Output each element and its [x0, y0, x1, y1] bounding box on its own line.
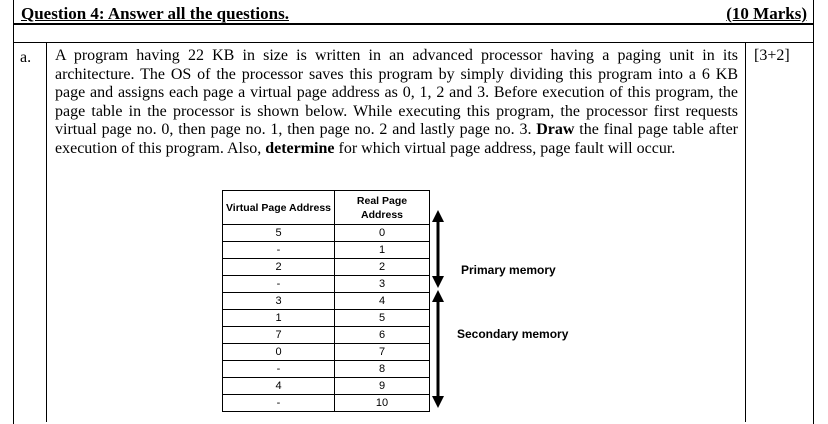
virtual-page-cell: 7 — [222, 326, 335, 344]
real-page-cell: 7 — [334, 343, 430, 361]
real-page-cell: 0 — [334, 224, 430, 242]
page-table: Virtual Page Address Real Page Address 5… — [222, 190, 430, 412]
virtual-page-cell: 2 — [222, 258, 335, 276]
primary-memory-label: Primary memory — [461, 263, 556, 277]
question-title: Question 4: Answer all the questions. — [21, 4, 289, 23]
real-page-cell: 2 — [334, 258, 430, 276]
item-table — [13, 42, 814, 422]
real-page-cell: 5 — [334, 309, 430, 327]
real-page-cell: 6 — [334, 326, 430, 344]
real-page-cell: 1 — [334, 241, 430, 259]
memory-arrows — [432, 210, 444, 408]
virtual-page-cell: - — [222, 241, 335, 259]
determine-keyword: determine — [265, 139, 335, 157]
virtual-page-cell: - — [222, 360, 335, 378]
real-page-cell: 10 — [334, 394, 430, 412]
question-text-part: for which virtual page address, page fau… — [334, 139, 676, 157]
item-label: a. — [20, 49, 32, 66]
draw-keyword: Draw — [536, 121, 575, 139]
column-divider — [745, 43, 746, 422]
primary-memory-arrow — [432, 210, 444, 288]
question-text-part: the final page table after execution of … — [55, 121, 738, 157]
virtual-page-cell: - — [222, 394, 335, 412]
real-page-cell: 8 — [334, 360, 430, 378]
page-table-row: -8 — [222, 360, 430, 378]
page-table-row: -10 — [222, 394, 430, 412]
page-table-row: -3 — [222, 275, 430, 293]
real-page-cell: 3 — [334, 275, 430, 293]
virtual-page-cell: 3 — [222, 292, 335, 310]
virtual-page-cell: 1 — [222, 309, 335, 327]
virtual-page-cell: 4 — [222, 377, 335, 395]
column-divider — [46, 43, 47, 422]
secondary-memory-label: Secondary memory — [457, 327, 569, 341]
secondary-memory-arrow — [432, 290, 444, 408]
page-table-row: -1 — [222, 241, 430, 259]
question-text: A program having 22 KB in size is writte… — [55, 47, 738, 159]
real-page-header: Real Page Address — [334, 190, 430, 225]
virtual-page-cell: - — [222, 275, 335, 293]
item-marks: [3+2] — [754, 47, 790, 64]
real-page-cell: 9 — [334, 377, 430, 395]
virtual-page-cell: 5 — [222, 224, 335, 242]
question-marks: (10 Marks) — [726, 4, 807, 23]
question-text-part: A program having 22 KB in size is writte… — [55, 47, 738, 139]
real-page-cell: 4 — [334, 292, 430, 310]
virtual-page-header: Virtual Page Address — [222, 190, 335, 225]
question-header: Question 4: Answer all the questions. (1… — [13, 0, 814, 24]
virtual-page-cell: 0 — [222, 343, 335, 361]
